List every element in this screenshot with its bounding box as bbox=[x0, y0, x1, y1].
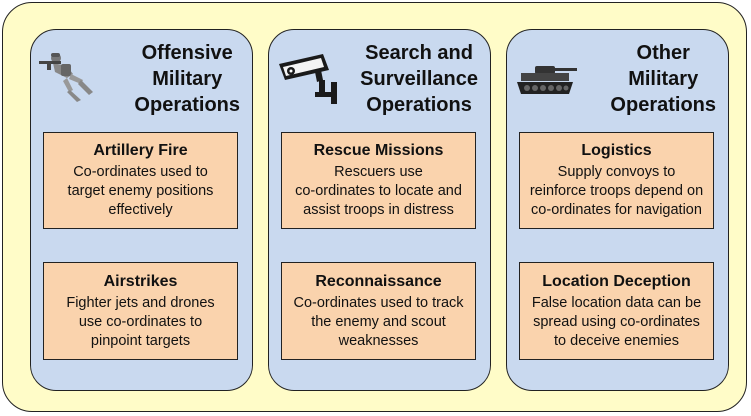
card-text-line: Co-ordinates used to bbox=[73, 164, 208, 180]
card-rescue-missions: Rescue Missions Rescuers use co-ordinate… bbox=[281, 132, 476, 229]
panel-title-line: Operations bbox=[134, 94, 240, 116]
panel-title-line: Operations bbox=[610, 94, 716, 116]
card-title: Airstrikes bbox=[103, 272, 178, 290]
card-text: Supply convoys to reinforce troops depen… bbox=[520, 163, 713, 220]
card-text-line: to deceive enemies bbox=[554, 332, 679, 349]
card-text-line: reinforce troops depend on bbox=[529, 183, 704, 199]
soldier-icon bbox=[39, 53, 93, 102]
card-title: Logistics bbox=[581, 142, 652, 159]
card-text-line: Fighter jets and drones bbox=[66, 294, 215, 311]
panel-title: Other Military Operations bbox=[610, 40, 716, 118]
card-text-line: use co-ordinates to bbox=[78, 313, 203, 330]
card-text: Co-ordinates used to target enemy positi… bbox=[44, 163, 237, 220]
card-text-line: pinpoint targets bbox=[90, 332, 191, 349]
card-reconnaissance: Reconnaissance Co-ordinates used to trac… bbox=[281, 262, 476, 360]
tank-icon bbox=[517, 66, 577, 94]
panel-title: Offensive Military Operations bbox=[134, 40, 240, 118]
panel-title-line: Search and bbox=[365, 42, 473, 64]
security-camera-icon bbox=[279, 54, 337, 104]
card-text-line: Rescuers use bbox=[334, 164, 423, 180]
card-title: Artillery Fire bbox=[93, 142, 188, 159]
card-airstrikes: Airstrikes Fighter jets and drones use c… bbox=[43, 262, 238, 360]
card-text: Rescuers use co-ordinates to locate and … bbox=[282, 163, 475, 220]
card-text-line: Co-ordinates used to track bbox=[293, 294, 464, 311]
card-text-line: target enemy positions bbox=[67, 183, 214, 199]
panel-other-operations: Other Military Operations Logistics Supp… bbox=[506, 29, 729, 391]
card-logistics: Logistics Supply convoys to reinforce tr… bbox=[519, 132, 714, 229]
card-text-line: effectively bbox=[108, 202, 173, 218]
card-title: Location Deception bbox=[542, 272, 691, 290]
panel-title: Search and Surveillance Operations bbox=[360, 40, 478, 118]
card-text-line: spread using co-ordinates bbox=[533, 313, 700, 330]
panel-title-line: Surveillance bbox=[360, 68, 478, 90]
card-text-line: assist troops in distress bbox=[303, 202, 454, 218]
card-title: Reconnaissance bbox=[315, 272, 442, 290]
card-title: Rescue Missions bbox=[313, 142, 444, 159]
card-text: Co-ordinates used to track the enemy and… bbox=[282, 294, 475, 351]
panel-offensive-operations: Offensive Military Operations Artillery … bbox=[30, 29, 253, 391]
panel-title-line: Offensive bbox=[141, 42, 233, 64]
panel-title-line: Military bbox=[628, 68, 699, 90]
card-artillery-fire: Artillery Fire Co-ordinates used to targ… bbox=[43, 132, 238, 229]
card-text-line: Supply convoys to bbox=[557, 164, 676, 180]
card-text-line: False location data can be bbox=[531, 294, 702, 311]
panel-title-line: Military bbox=[152, 68, 223, 90]
card-text: Fighter jets and drones use co-ordinates… bbox=[44, 294, 237, 351]
card-text-line: co-ordinates to locate and bbox=[295, 183, 462, 199]
panel-title-line: Other bbox=[636, 42, 690, 64]
diagram-frame: Offensive Military Operations Artillery … bbox=[2, 2, 747, 412]
card-text: False location data can be spread using … bbox=[520, 294, 713, 351]
panel-title-line: Operations bbox=[366, 94, 472, 116]
card-location-deception: Location Deception False location data c… bbox=[519, 262, 714, 360]
card-text-line: co-ordinates for navigation bbox=[531, 202, 702, 218]
panel-search-surveillance-operations: Search and Surveillance Operations Rescu… bbox=[268, 29, 491, 391]
card-text-line: the enemy and scout bbox=[311, 313, 446, 330]
card-text-line: weaknesses bbox=[338, 332, 419, 349]
